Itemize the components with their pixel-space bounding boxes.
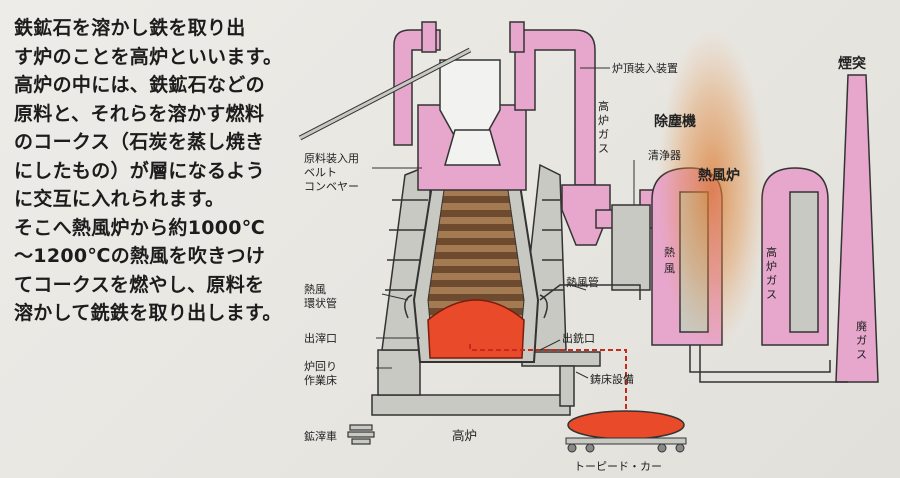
hot-stove-label: 熱風炉 [698,167,740,184]
top-charging-unit [417,59,527,191]
foundation [371,349,601,416]
purifier-label: 清浄器 [648,148,681,162]
description-line: てコークスを燃やし、原料を [14,273,265,296]
furnace-label: 高炉 [452,428,477,443]
bustle-pipe-label: 環状管 [304,296,337,310]
description-line: 鉄鉱石を溶かし鉄を取り出 [14,17,246,39]
chimney-stack [835,74,879,383]
description-line: にしたもの）が層になるよう [14,159,265,182]
cast-house-label: 鋳床設備 [590,372,634,386]
stove-gas-label: 炉 [766,260,777,273]
top-charging-label: 炉頂装入装置 [612,62,678,75]
diagram-labels: 原料装入用 ベルト コンベヤー 炉頂装入装置 高 炉 ガ ス 除塵機 清浄器 熱… [304,55,867,473]
conveyor-label: コンベヤー [304,180,359,193]
waste-gas-label: ス [856,348,867,361]
hot-blast-label: 熱 [664,246,675,259]
description-line: す炉のことを高炉といいます。 [14,45,283,68]
purifier-unit [611,204,651,291]
bf-gas-label: ガ [598,128,609,141]
hot-blast-lines [404,284,848,383]
slag-car [347,424,375,445]
stove-gas-label: 高 [766,245,777,259]
torpedo-car-label: トーピード・カー [574,460,662,473]
description-line: 高炉の中には、鉄鉱石などの [14,74,265,96]
bustle-pipe-label: 熱風 [304,283,326,296]
description-text: 鉄鉱石を溶かし鉄を取り出 す炉のことを高炉といいます。 高炉の中には、鉄鉱石など… [14,14,304,328]
description-line: 原料と、それらを溶かす燃料 [14,102,265,125]
furnace-body [412,184,540,363]
conveyor-label: 原料装入用 [304,151,359,165]
torpedo-car [565,410,687,453]
slag-car-label: 鉱滓車 [304,429,337,443]
rust-stain [657,30,767,350]
hot-blast-pipe-label: 熱風管 [566,275,599,289]
work-floor-label: 作業床 [304,373,337,387]
description-line: 溶かして銑鉄を取り出します。 [14,302,282,324]
hot-blast-label: 風 [664,262,675,275]
description-line: に交互に入れられます。 [14,188,225,210]
description-line: のコークス（石炭を蒸し焼き [14,131,265,153]
bf-gas-label: 炉 [598,114,609,127]
stove-gas-label: ス [766,288,777,301]
description-line: 〜1200℃の熱風を吹きつけ [14,245,266,267]
waste-gas-label: ガ [856,334,867,347]
slag-notch-label: 出滓口 [304,331,337,345]
taphole-label: 出銑口 [562,331,595,345]
description-line: そこへ熱風炉から約1000℃ [14,216,266,239]
bf-gas-label: 高 [598,99,609,113]
leader-lines [372,67,635,379]
taphole-runner [469,344,627,415]
dust-catcher-label: 除塵機 [654,113,696,130]
stove-gas-label: ガ [766,274,777,287]
work-floor-label: 炉回り [304,360,337,373]
bf-gas-label: ス [598,142,609,155]
conveyor-label: ベルト [304,166,337,179]
belt-conveyor [298,47,472,141]
waste-gas-label: 廃 [856,319,867,333]
chimney-label: 煙突 [838,55,866,72]
